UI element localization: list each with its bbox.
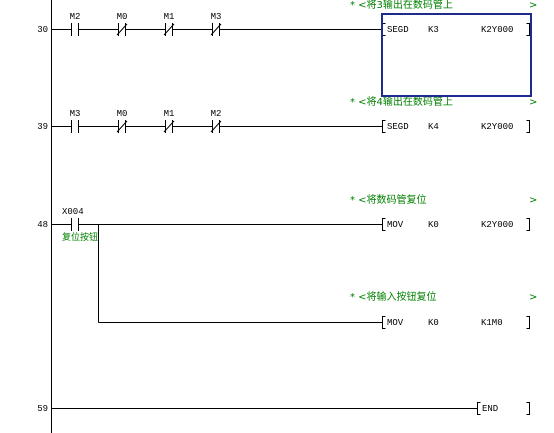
instruction-operand: K0 — [428, 318, 439, 328]
contact-device-label: M0 — [117, 12, 128, 22]
instruction-operand: K3 — [428, 25, 439, 35]
instruction-bracket-left — [477, 402, 481, 415]
instruction-segd[interactable]: SEGD K4 K2Y000 — [382, 120, 530, 133]
step-number: 48 — [37, 220, 48, 230]
contact-slash — [210, 23, 222, 36]
contact-m1[interactable]: M1 — [164, 12, 175, 36]
statement-comment[interactable]: * <将输入按钮复位 — [350, 290, 437, 303]
instruction-bracket-right — [526, 316, 530, 329]
instruction-bracket-left — [382, 218, 386, 231]
instruction-bracket-right — [526, 218, 530, 231]
contact-m0[interactable]: M0 — [117, 12, 128, 36]
contact-device-label: M1 — [164, 109, 175, 119]
contact-slash — [210, 120, 222, 133]
instruction-operand: K2Y000 — [481, 25, 513, 35]
instruction-segd[interactable]: SEGD K3 K2Y000 — [382, 23, 530, 36]
statement-comment-end: > — [529, 97, 537, 108]
instruction-bracket-left — [382, 120, 386, 133]
instruction-operand: K2Y000 — [481, 220, 513, 230]
cursor-box — [381, 13, 532, 97]
rung-59: 59 END — [37, 402, 530, 415]
instruction-opcode: MOV — [387, 318, 404, 328]
contact-device-label: M2 — [211, 109, 222, 119]
instruction-opcode: SEGD — [387, 122, 409, 132]
device-comment: 复位按钮 — [62, 231, 98, 243]
instruction-end[interactable]: END — [477, 402, 530, 415]
contact-slash — [163, 120, 175, 133]
instruction-operand: K4 — [428, 122, 439, 132]
instruction-operand: K2Y000 — [481, 122, 513, 132]
instruction-bracket-left — [382, 316, 386, 329]
contact-x004[interactable]: X004 复位按钮 — [62, 207, 98, 243]
rung-39: 39 * <将4输出在数码管上 > M3 M0 M1 — [37, 95, 537, 133]
step-number: 39 — [37, 122, 48, 132]
instruction-mov[interactable]: MOV K0 K1M0 — [382, 316, 530, 329]
contact-device-label: M0 — [117, 109, 128, 119]
contact-device-label: M2 — [70, 12, 81, 22]
contact-slash — [163, 23, 175, 36]
statement-comment-end: > — [529, 195, 537, 206]
instruction-opcode: SEGD — [387, 25, 409, 35]
step-number: 30 — [37, 25, 48, 35]
instruction-operand: K0 — [428, 220, 439, 230]
contact-m0[interactable]: M0 — [117, 109, 128, 133]
rung-30: 30 * <将3输出在数码管上 > M2 M0 M1 — [37, 0, 537, 36]
contact-device-label: M3 — [211, 12, 222, 22]
statement-comment[interactable]: * <将3输出在数码管上 — [350, 0, 453, 11]
contact-m2[interactable]: M2 — [70, 12, 81, 36]
statement-comment-end: > — [529, 292, 537, 303]
normally-open-contact-icon — [71, 218, 79, 231]
instruction-opcode: END — [482, 404, 498, 414]
statement-comment-end: > — [529, 0, 537, 11]
contact-m3[interactable]: M3 — [70, 109, 81, 133]
instruction-mov[interactable]: MOV K0 K2Y000 — [382, 218, 530, 231]
instruction-bracket-right — [526, 120, 530, 133]
instruction-bracket-right — [526, 402, 530, 415]
contact-slash — [116, 23, 128, 36]
instruction-opcode: MOV — [387, 220, 404, 230]
normally-open-contact-icon — [71, 23, 79, 36]
contact-device-label: X004 — [62, 207, 84, 217]
contact-m1[interactable]: M1 — [164, 109, 175, 133]
contact-device-label: M1 — [164, 12, 175, 22]
contact-m2[interactable]: M2 — [211, 109, 222, 133]
contact-m3[interactable]: M3 — [211, 12, 222, 36]
contact-device-label: M3 — [70, 109, 81, 119]
instruction-bracket-right — [526, 23, 530, 36]
contact-slash — [116, 120, 128, 133]
statement-comment[interactable]: * <将4输出在数码管上 — [350, 95, 453, 108]
step-number: 59 — [37, 404, 48, 414]
normally-open-contact-icon — [71, 120, 79, 133]
instruction-operand: K1M0 — [481, 318, 503, 328]
statement-comment[interactable]: * <将数码管复位 — [350, 193, 427, 206]
rung-48: 48 * <将数码管复位 > X004 复位按钮 MOV K0 K2Y000 *… — [37, 193, 537, 329]
